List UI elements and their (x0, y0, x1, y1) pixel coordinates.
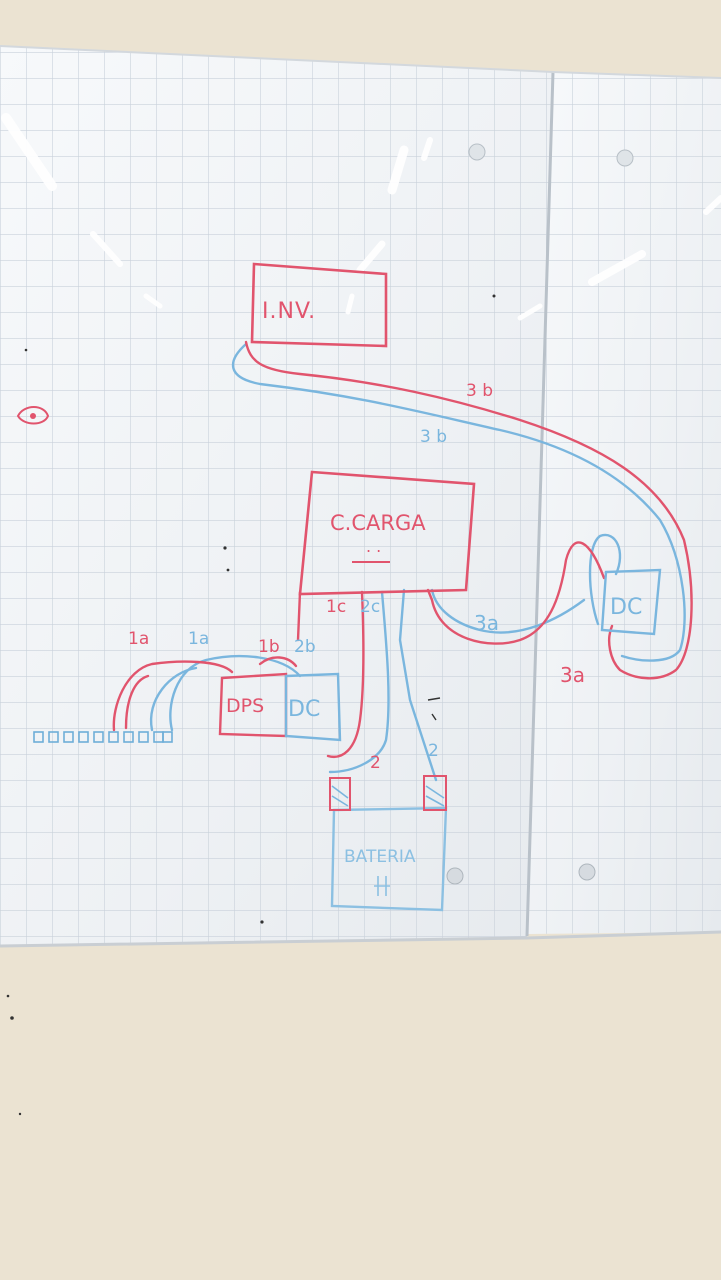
terminal-strip (33, 731, 173, 743)
label-3b-red: 3 b (466, 381, 493, 401)
dc-left-label: DC (288, 697, 320, 722)
charge-controller-label: C.CARGA (330, 511, 426, 535)
light-reflections (1, 113, 721, 321)
bolt-top-center (468, 143, 486, 161)
label-2b-blue: 2b (294, 637, 316, 657)
label-1b-red: 1b (258, 637, 280, 657)
label-2c-blue: 2c (360, 597, 380, 617)
stray-marks (6, 294, 496, 1116)
dc-left-box: DC (284, 672, 342, 742)
label-3b-blue: 3 b (420, 427, 447, 447)
battery-box: BATERIA (329, 775, 448, 912)
label-1a-red: 1a (128, 629, 149, 649)
label-2-red: 2 (370, 753, 381, 773)
bolt-top-right (616, 149, 634, 167)
wire-labels: 3 b 3 b 1a 1a 1b 2b 1c 2c 3a 3a 2 2 (128, 381, 585, 773)
inverter-box: I.NV. (250, 262, 388, 348)
label-2-blue: 2 (428, 741, 439, 761)
dc-right-label: DC (610, 595, 642, 620)
label-3a-red: 3a (560, 663, 585, 687)
dc-right-box: DC (600, 568, 662, 636)
charge-controller-face: . . (366, 537, 381, 556)
battery-label: BATERIA (344, 847, 416, 867)
eye-doodle (16, 406, 50, 425)
blue-wires (149, 342, 686, 782)
label-1a-blue: 1a (188, 629, 209, 649)
red-wires (112, 340, 693, 759)
bolt-bottom-center (446, 867, 464, 885)
label-3a-blue: 3a (474, 611, 499, 635)
bolt-bottom-right (578, 863, 596, 881)
charge-controller-box: C.CARGA . . (298, 470, 476, 596)
whiteboard (0, 45, 721, 948)
label-1c-red: 1c (326, 597, 346, 617)
dps-label: DPS (226, 695, 264, 717)
inverter-label: I.NV. (262, 299, 316, 324)
